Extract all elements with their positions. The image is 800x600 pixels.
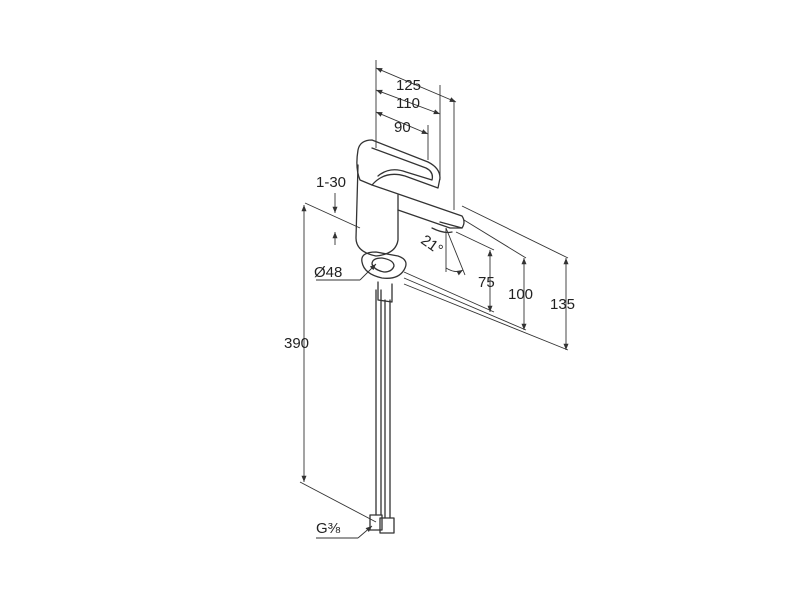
dim-label-135: 135 bbox=[550, 296, 575, 313]
faucet-column bbox=[355, 164, 399, 257]
spout-aerator bbox=[431, 227, 453, 234]
dim-label-390: 390 bbox=[284, 335, 309, 352]
dimension-labels: 125 110 90 1-30 Ø48 21° 75 100 135 390 G… bbox=[284, 77, 575, 537]
dim-label-110: 110 bbox=[396, 95, 420, 112]
dim-label-deck-thickness: 1-30 bbox=[316, 174, 346, 191]
dim-label-angle: 21° bbox=[418, 232, 446, 259]
hose-fitting-left bbox=[369, 514, 383, 531]
spout-outlet bbox=[439, 221, 463, 229]
mounting-flange bbox=[361, 251, 407, 279]
dimension-lines bbox=[299, 60, 569, 539]
lever-handle bbox=[356, 139, 441, 189]
lever-handle-top-face bbox=[371, 147, 434, 181]
dim-label-125: 125 bbox=[396, 77, 421, 94]
dim-label-diameter: Ø48 bbox=[314, 264, 342, 281]
faucet-spout bbox=[371, 184, 465, 229]
dim-label-90: 90 bbox=[394, 119, 411, 136]
faucet-body bbox=[355, 139, 465, 534]
mounting-nut bbox=[377, 281, 393, 303]
dim-label-thread: G⅜ bbox=[316, 520, 341, 537]
mounting-flange-inner bbox=[371, 257, 395, 273]
hose-fitting-right bbox=[379, 517, 395, 534]
dim-label-75: 75 bbox=[478, 274, 495, 291]
dim-label-100: 100 bbox=[508, 286, 533, 303]
